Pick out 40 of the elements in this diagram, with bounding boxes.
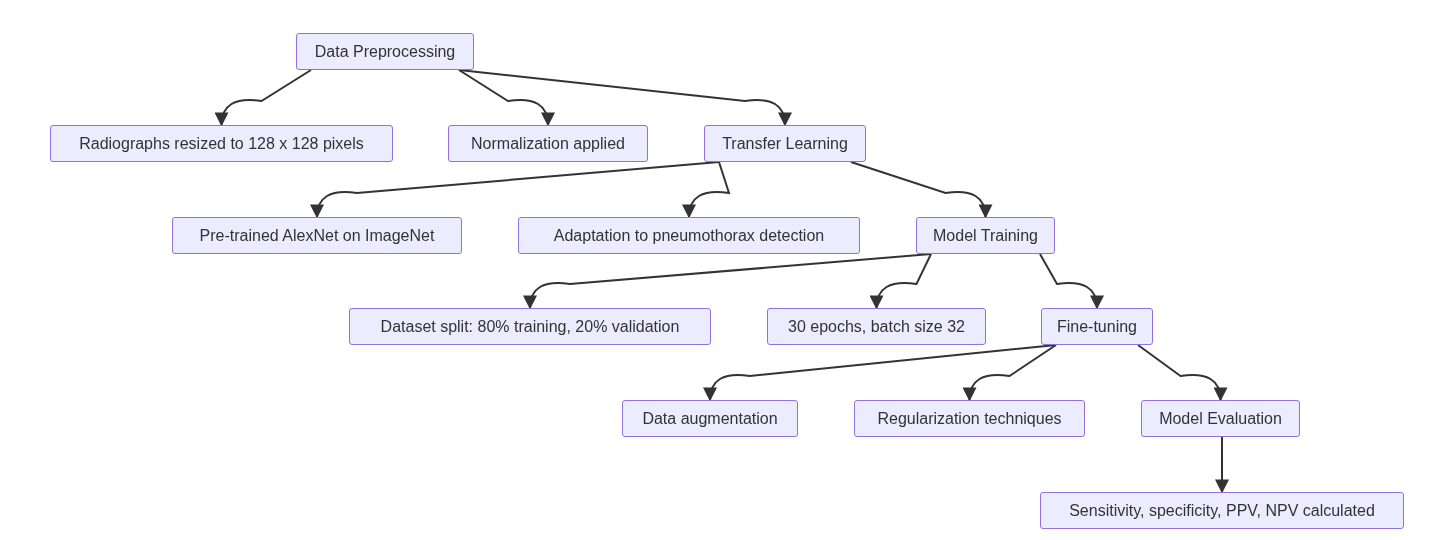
process-box <box>518 217 860 254</box>
process-box <box>1040 492 1404 529</box>
arrow <box>458 69 792 127</box>
box-label: 30 epochs, batch size 32 <box>788 316 965 337</box>
process-box <box>172 217 462 254</box>
process-box <box>622 400 798 437</box>
arrow <box>963 344 1057 402</box>
box-label: Model Evaluation <box>1159 408 1282 429</box>
arrow <box>870 253 932 310</box>
arrow <box>523 253 932 310</box>
arrow <box>1215 436 1229 494</box>
arrow <box>850 161 992 219</box>
arrow <box>1039 253 1104 310</box>
box-label: Model Training <box>933 225 1038 246</box>
process-box <box>916 217 1055 254</box>
process-box <box>704 125 866 162</box>
process-box <box>854 400 1085 437</box>
process-box <box>296 33 474 70</box>
box-label: Data augmentation <box>642 408 778 429</box>
box-label: Adaptation to pneumothorax detection <box>553 225 825 246</box>
box-label: Regularization techniques <box>877 408 1062 429</box>
process-box <box>767 308 986 345</box>
process-box <box>448 125 648 162</box>
process-box <box>50 125 393 162</box>
box-label: Sensitivity, specificity, PPV, NPV calculated <box>1069 500 1375 521</box>
process-box <box>1041 308 1153 345</box>
box-label: Pre-trained AlexNet on ImageNet <box>199 225 435 246</box>
arrow <box>310 161 720 219</box>
box-label: Dataset split: 80% training, 20% validation <box>380 316 680 337</box>
arrow <box>215 69 312 127</box>
box-label: Normalization applied <box>471 133 625 154</box>
box-label: Data Preprocessing <box>314 41 456 62</box>
arrow <box>458 69 555 127</box>
process-box <box>1141 400 1300 437</box>
box-label: Fine-tuning <box>1056 316 1137 337</box>
box-label: Transfer Learning <box>722 133 848 154</box>
arrow <box>682 161 730 219</box>
process-box <box>349 308 711 345</box>
box-label: Radiographs resized to 128 x 128 pixels <box>79 133 364 154</box>
arrow <box>1137 344 1227 402</box>
